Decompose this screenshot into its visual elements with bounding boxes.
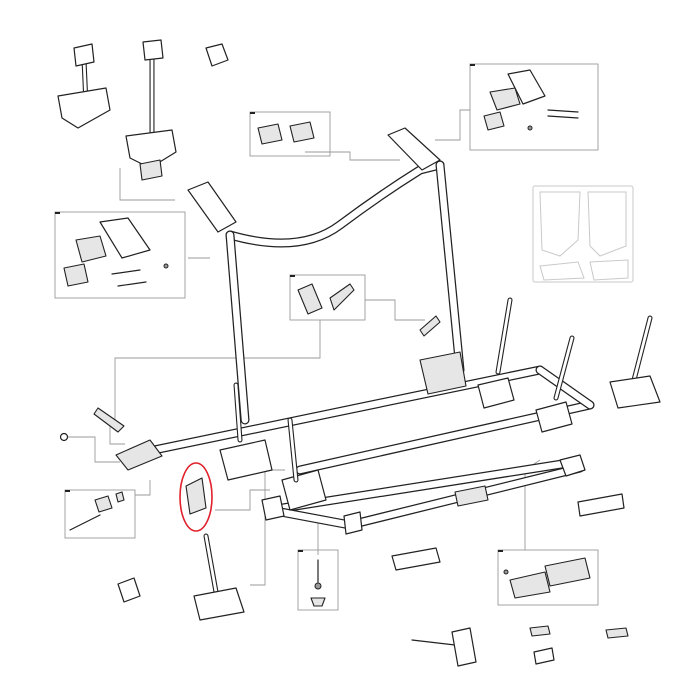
knob-top — [205, 43, 229, 67]
callout-top-center — [249, 111, 331, 157]
callout-top-right — [469, 63, 599, 151]
callout-corner-mark — [250, 112, 255, 114]
strap-buckle — [297, 283, 323, 315]
leader-center-box — [365, 299, 425, 321]
bolt-top-1 — [547, 109, 579, 113]
screw-washer — [314, 582, 322, 590]
leader-top-left — [119, 168, 175, 201]
ghost-pad-2 — [587, 191, 627, 257]
bike-arm-short-clamp — [57, 87, 111, 129]
callout-corner-mark — [298, 550, 303, 552]
leader-top-center — [305, 151, 400, 161]
ghost-pad-1 — [539, 191, 581, 257]
callout-boxes — [54, 63, 599, 611]
nut-left — [163, 263, 169, 269]
key-2 — [605, 627, 629, 639]
wheel-holder-2 — [281, 469, 327, 511]
main-frame — [115, 127, 595, 535]
pin-bottom-left — [115, 491, 125, 503]
callout-bottom-left — [64, 489, 136, 539]
clamp-block-top — [489, 87, 521, 111]
callout-center — [289, 274, 366, 321]
bolt-top-2 — [547, 115, 579, 119]
cover-plate-right — [577, 493, 625, 517]
leader-knob-left — [65, 436, 120, 463]
end-cap-left — [257, 123, 283, 145]
callout-corner-mark — [55, 212, 60, 214]
arm-bracket-top — [507, 69, 546, 105]
wheel-holder-1 — [219, 439, 273, 481]
ghost-pad-3 — [539, 261, 585, 281]
bolt-bottom-left — [69, 514, 101, 531]
hinge-block — [419, 351, 467, 395]
leader-center-down — [114, 320, 321, 420]
cap-block-top — [483, 111, 505, 131]
light-housing — [454, 485, 489, 507]
washer-left — [59, 432, 69, 442]
leader-top-right — [435, 109, 470, 141]
loose-parts — [57, 39, 661, 667]
frame-strap — [419, 315, 441, 337]
foot-pad — [310, 597, 326, 607]
nut-top — [527, 125, 533, 131]
light-cover-right — [544, 557, 591, 587]
cover-plate-center — [391, 547, 441, 571]
end-cap-right — [289, 121, 315, 143]
key-1 — [529, 625, 551, 637]
end-cap-front — [559, 454, 586, 477]
clamp-block-left — [75, 235, 107, 263]
arch-clamp-left — [187, 181, 237, 233]
callout-corner-mark — [498, 550, 503, 552]
callout-corner-mark — [470, 64, 475, 66]
end-cap-front-mid — [343, 511, 363, 535]
bike-arm-long-foot — [139, 159, 163, 181]
standalone-base-right — [609, 375, 661, 409]
callout-screw — [297, 549, 339, 611]
lever-housing — [451, 627, 477, 667]
bike-arm-long-knob — [142, 39, 164, 61]
cap-block-left — [63, 263, 89, 287]
bolt-left-1 — [111, 269, 141, 275]
lock-cylinder — [533, 647, 555, 665]
screw-bottom-right — [503, 569, 509, 575]
wheel-holder-3 — [477, 377, 515, 409]
bottom-stand-base — [193, 587, 245, 621]
leader-highlight — [215, 489, 270, 511]
ghost-pad-frame — [532, 185, 634, 283]
end-cap-front-left — [261, 495, 285, 521]
lever-handle — [411, 639, 456, 646]
leader-bottom-stand — [250, 469, 285, 586]
callout-corner-mark — [65, 490, 70, 492]
arm-bracket-left — [99, 217, 151, 259]
bike-arm-short-knob — [73, 43, 95, 67]
callout-corner-mark — [290, 275, 295, 277]
wheel-holder-4 — [535, 401, 573, 433]
highlight-circle — [179, 462, 213, 532]
arch-clamp-right — [387, 127, 441, 171]
leader-box-bottom-left — [135, 480, 151, 496]
ghost-pad-4 — [589, 259, 629, 281]
ghost-pad-set — [532, 185, 634, 283]
strap-toothed — [329, 283, 355, 311]
bike-arm-long-clamp — [125, 129, 177, 169]
callout-left — [54, 211, 186, 299]
spacer-bottom-left — [94, 495, 113, 513]
strap-highlighted — [185, 477, 207, 515]
knob-left — [115, 439, 163, 471]
bolt-left-2 — [117, 281, 147, 287]
knob-bottom-left — [117, 577, 141, 603]
light-cover-left — [509, 571, 551, 599]
callout-bottom-right — [497, 549, 599, 606]
strap-left — [93, 407, 125, 433]
